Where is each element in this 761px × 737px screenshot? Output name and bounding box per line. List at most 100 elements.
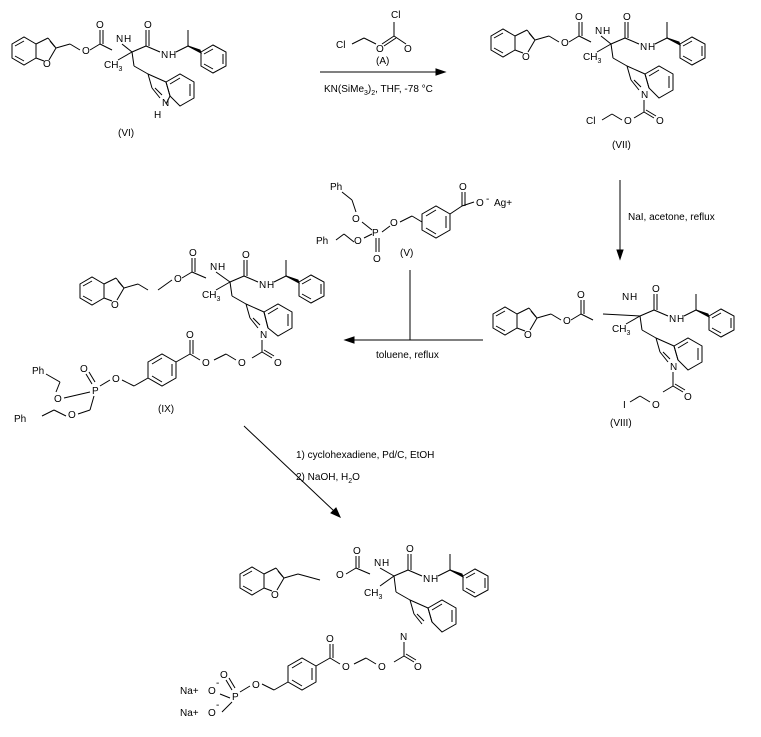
a-cl-left: Cl bbox=[336, 40, 345, 51]
viii-ch3: CH3 bbox=[612, 324, 630, 337]
ix-o1: O bbox=[54, 394, 62, 405]
final-carbonyl2-o: O bbox=[406, 544, 414, 555]
a-label: (A) bbox=[376, 56, 389, 67]
viii-h2: H bbox=[677, 314, 684, 325]
vii-label: (VII) bbox=[612, 140, 631, 151]
vi-carbonyl-o: O bbox=[96, 20, 104, 31]
ix-ester-o: O bbox=[174, 274, 182, 285]
v-minus: - bbox=[486, 194, 489, 205]
final-na2: Na+ bbox=[180, 708, 199, 719]
viii-indole-n: N bbox=[670, 362, 677, 373]
vii-h: H bbox=[603, 26, 610, 37]
vii-indole-n: N bbox=[641, 90, 648, 101]
ix-ph2: Ph bbox=[14, 414, 26, 425]
vii-nh2: N bbox=[640, 42, 647, 53]
final-o7: O bbox=[378, 662, 386, 673]
vii-carb-o2: O bbox=[624, 116, 632, 127]
vii-ch3: CH3 bbox=[583, 52, 601, 65]
vi-nh: N bbox=[116, 34, 123, 45]
vi-nh2: N bbox=[161, 50, 168, 61]
final-minus1: - bbox=[216, 678, 219, 689]
arrow-step-4: 1) cyclohexadiene, Pd/C, EtOH 2) NaOH, H… bbox=[243, 425, 434, 518]
arrow-4-line2: 2) NaOH, H2O bbox=[296, 472, 360, 485]
final-ester-o: O bbox=[336, 570, 344, 581]
v-ph2: Ph bbox=[316, 236, 328, 247]
final-o-minus1: O bbox=[208, 686, 216, 697]
arrow-step-1: KN(SiMe3)2, THF, -78 °C bbox=[320, 68, 447, 97]
ix-o7: O bbox=[238, 358, 246, 369]
compound-VII: O O O N H CH3 O N H N bbox=[490, 12, 706, 151]
v-o6: O bbox=[476, 198, 484, 209]
vii-carbonyl-o: O bbox=[575, 12, 583, 23]
vi-indole-h: H bbox=[154, 110, 161, 121]
final-minus2: - bbox=[216, 700, 219, 711]
viii-label: (VIII) bbox=[610, 418, 632, 429]
final-o6: O bbox=[342, 662, 350, 673]
viii-carbonyl2-o: O bbox=[652, 284, 660, 295]
v-o5: O bbox=[459, 182, 467, 193]
arrow-step-2: NaI, acetone, reflux bbox=[616, 180, 715, 261]
viii-carbonyl-o: O bbox=[577, 290, 585, 301]
final-carbonyl-o: O bbox=[353, 546, 361, 557]
viii-h: H bbox=[630, 292, 637, 303]
ix-label: (IX) bbox=[158, 404, 174, 415]
vii-carb-o1: O bbox=[656, 116, 664, 127]
viii-nh2: N bbox=[669, 314, 676, 325]
ix-indole-n: N bbox=[260, 330, 267, 341]
ix-h2: H bbox=[267, 280, 274, 291]
vii-cl: Cl bbox=[586, 116, 595, 127]
arrow-3-conditions: toluene, reflux bbox=[376, 350, 439, 361]
viii-ring-o: O bbox=[524, 330, 532, 341]
vii-nh: N bbox=[595, 26, 602, 37]
vii-carbonyl2-o: O bbox=[623, 12, 631, 23]
v-o4: O bbox=[390, 218, 398, 229]
vi-h2: H bbox=[169, 50, 176, 61]
v-p: P bbox=[372, 228, 379, 239]
viii-iodo: I bbox=[623, 400, 626, 411]
vi-label: (VI) bbox=[118, 128, 134, 139]
viii-ester-o: O bbox=[563, 316, 571, 327]
v-ph1: Ph bbox=[330, 182, 342, 193]
vi-carbonyl2-o: O bbox=[144, 20, 152, 31]
arrow-2-conditions: NaI, acetone, reflux bbox=[628, 212, 715, 223]
ix-carbonyl2-o: O bbox=[242, 250, 250, 261]
ix-o2: O bbox=[68, 410, 76, 421]
vii-h2: H bbox=[648, 42, 655, 53]
ix-o3: O bbox=[80, 364, 88, 375]
v-o2: O bbox=[354, 236, 362, 247]
compound-VI: O O O N H CH3 O N H bbox=[11, 20, 227, 139]
compound-VIII: O O O N H CH3 O N H N bbox=[492, 284, 735, 429]
vii-ring-o: O bbox=[522, 52, 530, 63]
viii-nh: N bbox=[622, 292, 629, 303]
v-ag: Ag+ bbox=[494, 198, 512, 209]
v-label: (V) bbox=[400, 248, 413, 259]
final-nh2: N bbox=[423, 574, 430, 585]
a-cl-top: Cl bbox=[391, 10, 400, 21]
ix-o8: O bbox=[274, 358, 282, 369]
ix-nh: N bbox=[210, 262, 217, 273]
final-o8: O bbox=[414, 662, 422, 673]
arrow-1-conditions: KN(SiMe3)2, THF, -78 °C bbox=[324, 84, 433, 97]
ix-ph1: Ph bbox=[32, 366, 44, 377]
ix-nh2: N bbox=[259, 280, 266, 291]
final-h: H bbox=[382, 558, 389, 569]
final-ch3: CH3 bbox=[364, 588, 382, 601]
ix-ch3: CH3 bbox=[202, 290, 220, 303]
vi-h: H bbox=[124, 34, 131, 45]
vi-ester-o: O bbox=[82, 46, 90, 57]
v-o1: O bbox=[352, 214, 360, 225]
ix-o6: O bbox=[202, 358, 210, 369]
compound-IX: O O O N H CH3 O N H N bbox=[14, 248, 325, 425]
compound-final: O O O N H CH3 O N H N bbox=[180, 544, 489, 719]
vi-ring-o: O bbox=[43, 59, 51, 70]
final-indole-n: N bbox=[400, 632, 407, 643]
ix-ring-o: O bbox=[111, 300, 119, 311]
ix-carbonyl-o: O bbox=[189, 248, 197, 259]
final-na1: Na+ bbox=[180, 686, 199, 697]
ix-o4: O bbox=[112, 374, 120, 385]
final-p: P bbox=[232, 692, 239, 703]
ix-h: H bbox=[218, 262, 225, 273]
final-h2: H bbox=[431, 574, 438, 585]
arrow-step-3: toluene, reflux bbox=[343, 270, 483, 361]
